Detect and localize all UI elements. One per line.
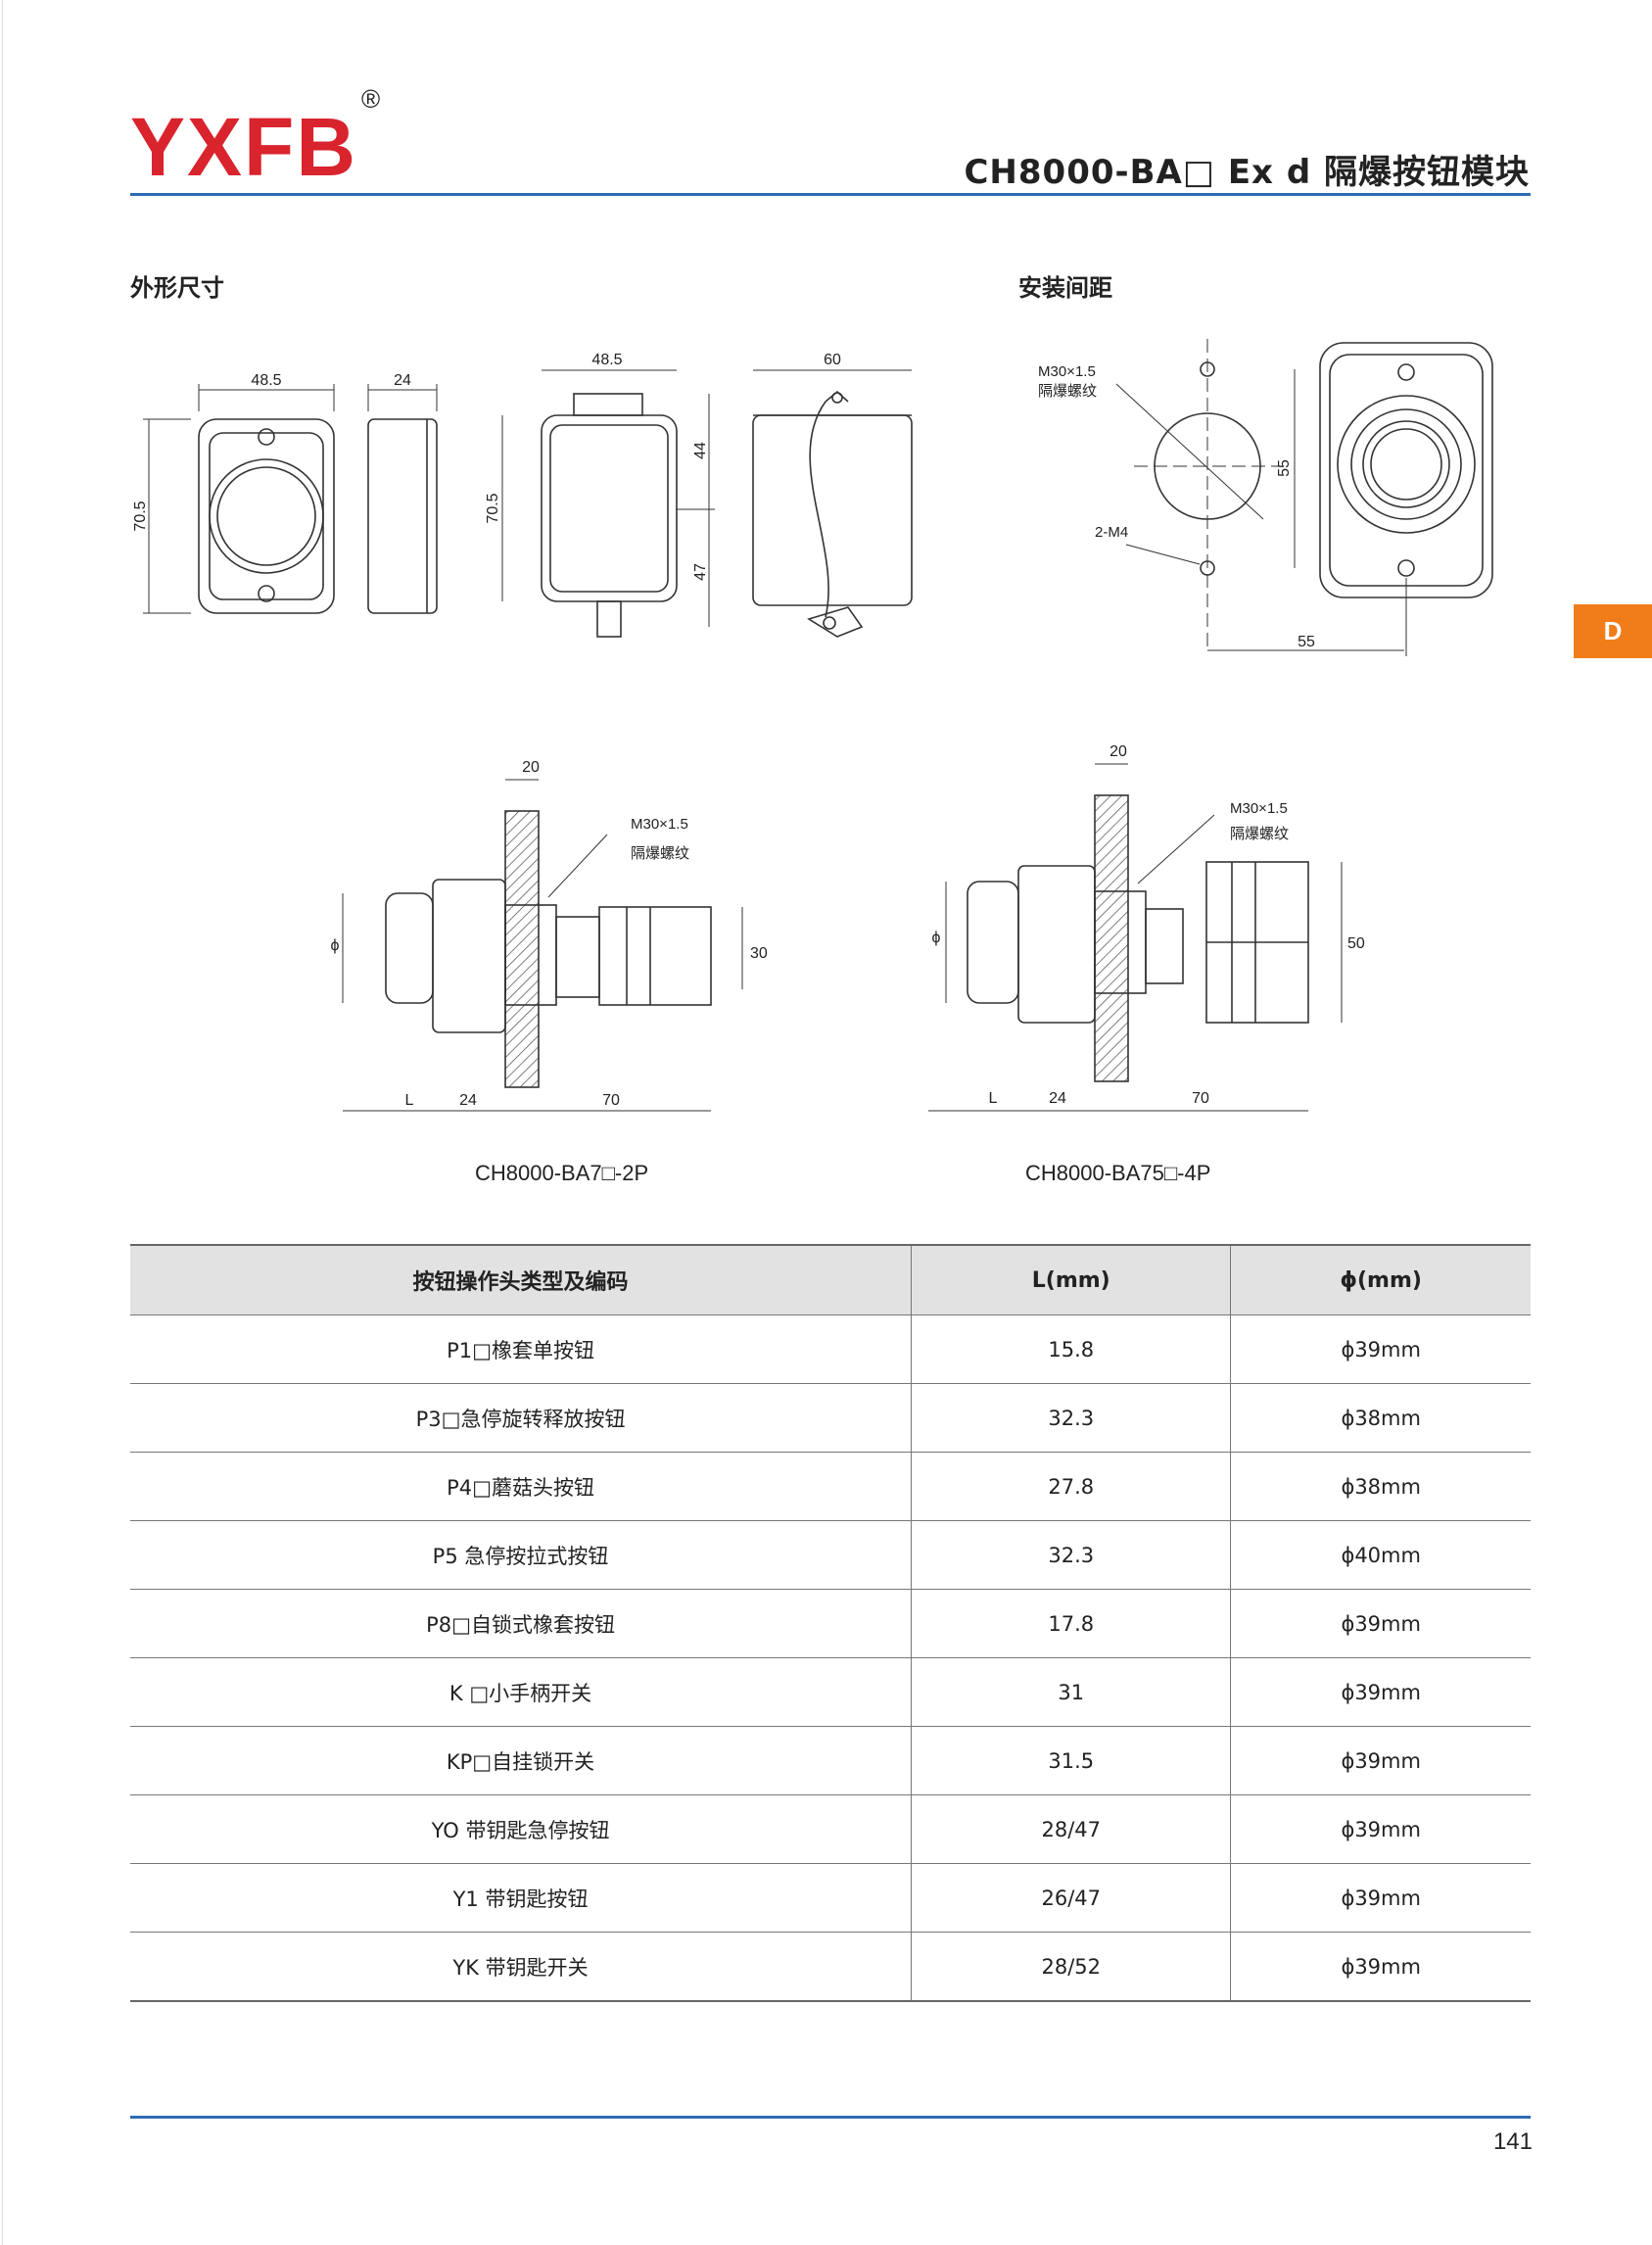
section-2p <box>342 779 743 1112</box>
sec-4p-L: L <box>989 1090 998 1107</box>
mount-55-v: 55 <box>1276 459 1293 477</box>
page-title: CH8000-BA□ Ex d 隔爆按钮模块 <box>964 153 1530 192</box>
cell-phi: ϕ39mm <box>1230 1589 1531 1658</box>
sec-2p-phi: ϕ <box>331 937 340 954</box>
cell-l: 28/52 <box>911 1932 1232 2002</box>
sec-2p-L: L <box>405 1092 414 1109</box>
section-dimensions: 外形尺寸 <box>130 274 224 302</box>
dim-47: 47 <box>692 563 709 581</box>
technical-drawings: 48.5 70.5 24 48.5 70.5 44 47 60 <box>132 339 1493 1112</box>
cell-type: YO 带钥匙急停按钮 <box>130 1794 913 1864</box>
cell-type: P1□橡套单按钮 <box>130 1314 913 1384</box>
mount-thread: M30×1.5 <box>1038 363 1096 380</box>
side-view <box>367 384 438 614</box>
sec-2p-thread-cn: 隔爆螺纹 <box>631 845 689 862</box>
cell-l: 15.8 <box>911 1314 1232 1384</box>
col-header-l: L(mm) <box>911 1244 1232 1315</box>
page-number: 141 <box>1492 2128 1533 2155</box>
sec-4p-thread: M30×1.5 <box>1230 800 1288 817</box>
sec-4p-phi: ϕ <box>932 930 941 946</box>
cell-phi: ϕ39mm <box>1230 1726 1531 1795</box>
header-rule <box>130 193 1531 196</box>
section-4p <box>928 763 1343 1112</box>
cell-l: 26/47 <box>911 1863 1232 1933</box>
cell-type: P3□急停旋转释放按钮 <box>130 1383 913 1453</box>
cell-type: KP□自挂锁开关 <box>130 1726 913 1795</box>
cell-type: P8□自锁式橡套按钮 <box>130 1589 913 1658</box>
cell-l: 31.5 <box>911 1726 1232 1795</box>
col-header-phi: ϕ(mm) <box>1230 1244 1531 1315</box>
section-tab: D <box>1574 604 1652 658</box>
brand-logo: YXFB® <box>130 84 383 193</box>
mounting-diagram <box>1115 339 1493 656</box>
dim-48-5-back: 48.5 <box>591 352 622 368</box>
front-view <box>143 384 335 614</box>
mount-screw: 2-M4 <box>1095 524 1128 541</box>
cell-type: P4□蘑菇头按钮 <box>130 1452 913 1521</box>
sec-4p-70: 70 <box>1192 1090 1209 1107</box>
sec-4p-24: 24 <box>1049 1090 1066 1107</box>
page-edge <box>2 0 3 2245</box>
cell-type: Y1 带钥匙按钮 <box>130 1863 913 1933</box>
caption-2p: CH8000-BA7□-2P <box>475 1161 649 1185</box>
section-mounting: 安装间距 <box>1018 274 1112 302</box>
sec-2p-24: 24 <box>459 1092 477 1109</box>
sec-4p-20: 20 <box>1109 743 1127 760</box>
mount-55-h: 55 <box>1298 634 1315 650</box>
sec-4p-thread-cn: 隔爆螺纹 <box>1230 826 1289 842</box>
dim-60: 60 <box>824 352 841 368</box>
cell-l: 27.8 <box>911 1452 1232 1521</box>
table-header-row: 按钮操作头类型及编码 L(mm) ϕ(mm) <box>130 1244 1531 1315</box>
cell-phi: ϕ39mm <box>1230 1794 1531 1864</box>
sec-2p-20: 20 <box>522 759 540 776</box>
dim-70-5-back: 70.5 <box>485 493 501 523</box>
caption-4p: CH8000-BA75□-4P <box>1025 1161 1211 1185</box>
mount-thread-cn: 隔爆螺纹 <box>1038 383 1097 400</box>
top-view <box>752 369 913 638</box>
back-view <box>501 369 715 638</box>
cell-l: 32.3 <box>911 1520 1232 1590</box>
cell-type: K □小手柄开关 <box>130 1657 913 1727</box>
cell-l: 28/47 <box>911 1794 1232 1864</box>
cell-phi: ϕ39mm <box>1230 1657 1531 1727</box>
cell-type: P5 急停按拉式按钮 <box>130 1520 913 1590</box>
cell-phi: ϕ38mm <box>1230 1452 1531 1521</box>
cell-phi: ϕ39mm <box>1230 1863 1531 1933</box>
cell-phi: ϕ39mm <box>1230 1932 1531 2002</box>
dim-44: 44 <box>692 442 709 459</box>
col-header-type: 按钮操作头类型及编码 <box>130 1244 913 1315</box>
cell-l: 32.3 <box>911 1383 1232 1453</box>
cell-l: 17.8 <box>911 1589 1232 1658</box>
dim-24-top: 24 <box>394 372 411 389</box>
cell-l: 31 <box>911 1657 1232 1727</box>
dim-70-5: 70.5 <box>132 501 149 531</box>
sec-4p-50: 50 <box>1347 935 1365 952</box>
cell-phi: ϕ40mm <box>1230 1520 1531 1590</box>
cell-phi: ϕ38mm <box>1230 1383 1531 1453</box>
cell-type: YK 带钥匙开关 <box>130 1932 913 2002</box>
dim-48-5: 48.5 <box>251 372 281 389</box>
sec-2p-30: 30 <box>750 945 768 962</box>
sec-2p-thread: M30×1.5 <box>631 816 688 833</box>
cell-phi: ϕ39mm <box>1230 1314 1531 1384</box>
sec-2p-70: 70 <box>602 1092 620 1109</box>
footer-rule <box>130 2116 1531 2119</box>
